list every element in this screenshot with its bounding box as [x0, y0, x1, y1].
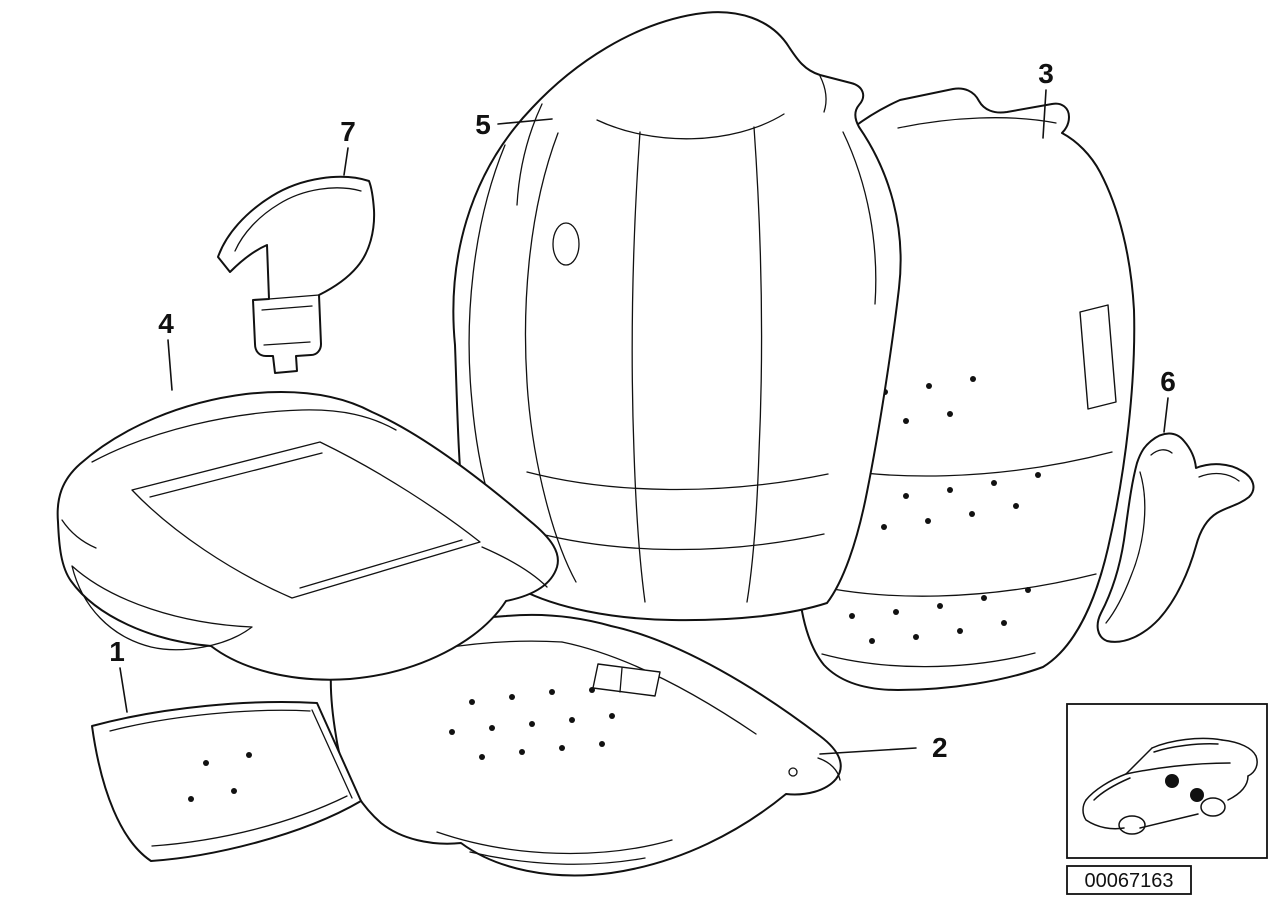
small-pad-seams: [109, 709, 353, 847]
part-code-box: 00067163: [1066, 865, 1192, 895]
small-pad-tuft-dots: [188, 752, 252, 802]
small-pad-outline: [91, 701, 362, 862]
backrest-cover-part-5: [452, 11, 902, 622]
cushion-cover-seams: [61, 409, 548, 651]
side-trim-seams: [1105, 449, 1240, 624]
callout-2[interactable]: 2: [819, 732, 948, 763]
bracket-seams: [234, 187, 362, 346]
callout-6-label[interactable]: 6: [1160, 366, 1176, 397]
callout-4[interactable]: 4: [158, 308, 174, 391]
part-code-frame: [1066, 865, 1192, 895]
side-trim-outline: [1096, 432, 1255, 643]
cushion-cover-part-4: [56, 391, 559, 681]
car-location-inset: [1066, 703, 1268, 859]
cushion-cover-outline: [56, 391, 559, 681]
callout-7[interactable]: 7: [340, 116, 356, 176]
callout-1-label[interactable]: 1: [109, 636, 125, 667]
car-location-icon: [1082, 737, 1258, 835]
side-trim-part-6: [1096, 432, 1255, 643]
seat-position-marker-right: [1190, 788, 1204, 802]
part-code-label: 00067163: [1085, 870, 1174, 892]
callout-5-label[interactable]: 5: [475, 109, 491, 140]
small-pad-part-1: [91, 701, 362, 862]
backrest-cover-outline: [452, 11, 902, 622]
bracket-outline: [217, 175, 376, 374]
cushion-pad-tuft-dots: [449, 687, 615, 760]
callout-4-label[interactable]: 4: [158, 308, 174, 339]
backrest-cover-seams: [468, 75, 877, 603]
callout-1[interactable]: 1: [109, 636, 128, 713]
cushion-pad-outline: [329, 613, 842, 877]
callout-6[interactable]: 6: [1160, 366, 1176, 433]
callout-3[interactable]: 3: [1038, 58, 1054, 139]
callout-3-label[interactable]: 3: [1038, 58, 1054, 89]
callout-2-label[interactable]: 2: [932, 732, 948, 763]
seat-position-marker-left: [1165, 774, 1179, 788]
bracket-part-7: [217, 175, 376, 374]
callout-7-label[interactable]: 7: [340, 116, 356, 147]
callout-5[interactable]: 5: [475, 109, 553, 140]
